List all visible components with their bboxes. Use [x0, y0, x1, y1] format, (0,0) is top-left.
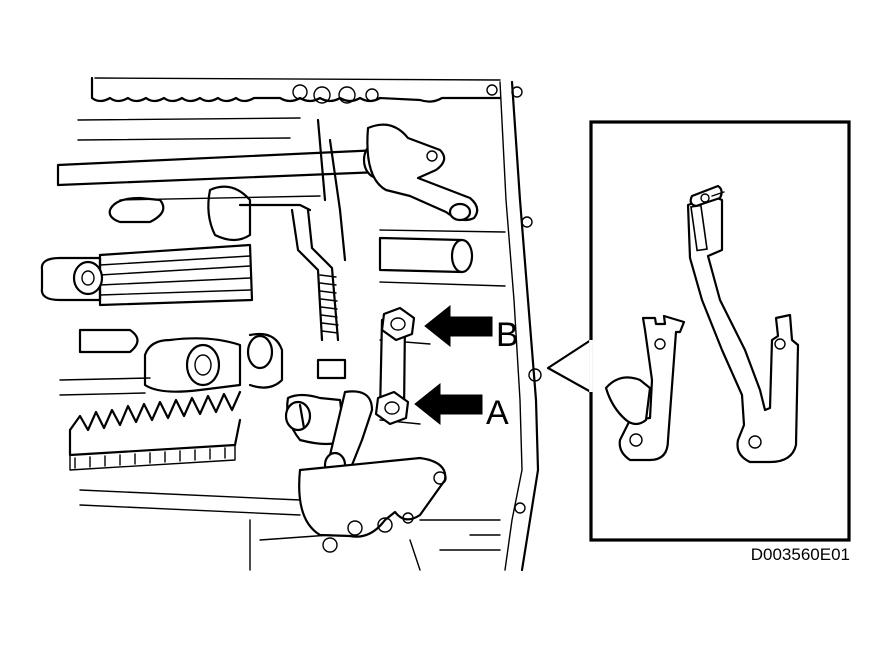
bolt-b: [380, 306, 416, 342]
figure-code: D003560E01: [750, 545, 850, 564]
shift-cable: [290, 208, 340, 342]
callout-a-label: A: [486, 394, 509, 432]
bolt-a: [374, 390, 410, 426]
inset-pointer: [546, 339, 592, 393]
main-view: [40, 76, 542, 572]
case-right-edge: [510, 80, 540, 572]
inset-long-bracket: [686, 194, 800, 464]
arrow-a-icon: [414, 382, 483, 426]
lower-casing: [79, 489, 501, 571]
gear-teeth: [68, 390, 242, 457]
detail-inset: [546, 120, 851, 542]
shift-rod: [56, 148, 382, 187]
callout-b-label: B: [496, 316, 519, 354]
callout-b: B: [424, 304, 519, 354]
upper-lever: [366, 123, 479, 222]
ribbed-bracket: [98, 243, 254, 307]
arrow-b-icon: [424, 304, 493, 348]
lower-bracket: [298, 456, 447, 538]
callout-a: A: [414, 382, 509, 432]
